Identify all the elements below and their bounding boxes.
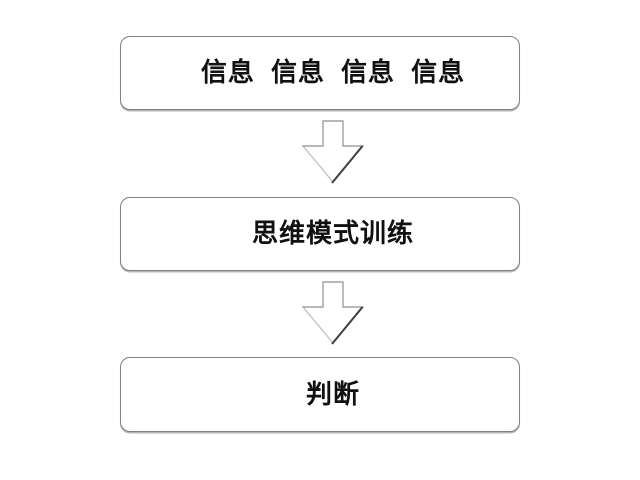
node-judgment-label: 判断 — [305, 379, 360, 410]
down-block-arrow-icon — [301, 281, 365, 345]
arrow-dark-edge — [331, 306, 364, 345]
node-thinking-mode-training-label: 思维模式训练 — [251, 219, 414, 249]
arrow-light-edge — [303, 307, 333, 343]
arrow-dark-edge — [331, 145, 364, 184]
arrow-outline-shape — [301, 120, 365, 183]
flowchart-node-information: 信息 信息 信息 信息 — [120, 36, 520, 110]
flowchart-node-thinking-mode-training: 思维模式训练 — [120, 197, 520, 271]
node-information-label: 信息 信息 信息 信息 — [200, 58, 466, 88]
arrow-outline-shape — [301, 281, 365, 344]
arrow-light-edge — [303, 146, 333, 182]
down-block-arrow-icon — [301, 120, 365, 184]
flowchart-node-judgment: 判断 — [120, 357, 520, 432]
